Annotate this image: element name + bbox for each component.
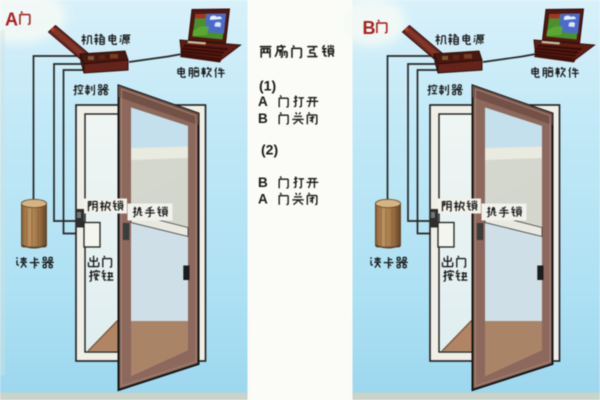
svg-text:A: A	[5, 10, 18, 30]
svg-text:B: B	[363, 18, 376, 38]
svg-text:A: A	[258, 192, 268, 207]
svg-text:(2): (2)	[261, 142, 278, 158]
svg-text:(1): (1)	[259, 78, 276, 94]
svg-text:B: B	[258, 111, 268, 126]
svg-text:A: A	[258, 94, 268, 109]
svg-text:B: B	[258, 175, 268, 190]
